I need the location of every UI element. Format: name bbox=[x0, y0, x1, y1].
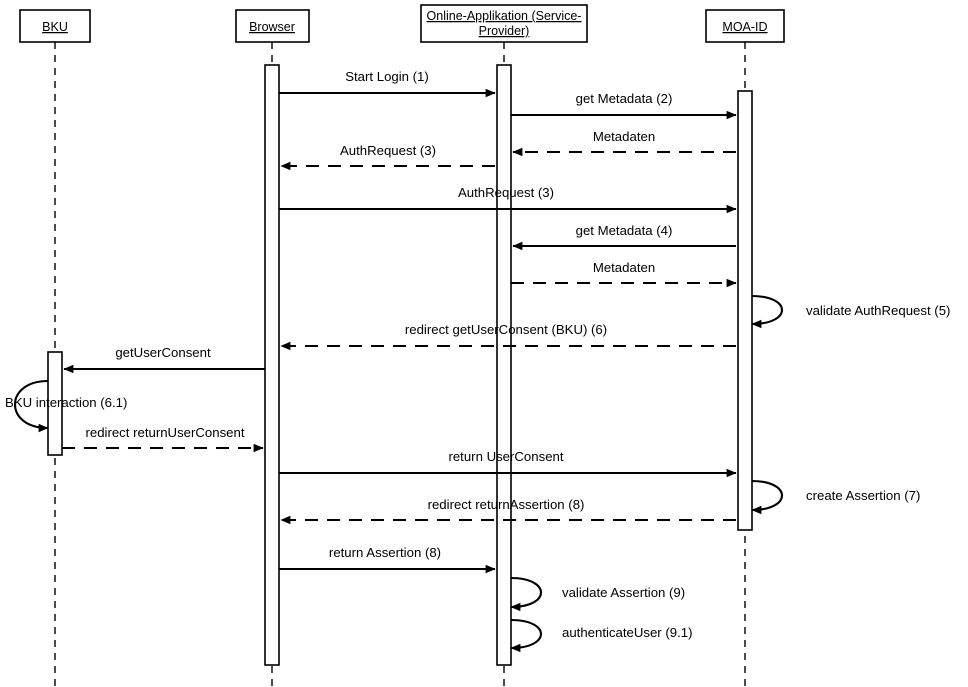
lifeline-label-oa-line1: Online-Applikation (Service- bbox=[427, 9, 582, 23]
self-message-s2[interactable]: BKU interaction (6.1) bbox=[5, 379, 127, 433]
lifeline-box-bku[interactable] bbox=[19, 9, 91, 43]
self-message-loop-s4 bbox=[510, 576, 542, 612]
lifeline-label-oa-line2: Provider) bbox=[479, 24, 530, 38]
message-m2[interactable]: get Metadata (2) bbox=[511, 91, 737, 120]
message-label-m6: get Metadata (4) bbox=[576, 223, 673, 238]
activation-bar-oa[interactable] bbox=[496, 64, 512, 666]
self-message-label-s5: authenticateUser (9.1) bbox=[562, 625, 692, 640]
self-message-label-s2: BKU interaction (6.1) bbox=[5, 395, 127, 410]
message-label-m10: redirect returnUserConsent bbox=[85, 425, 244, 440]
self-message-loop-s2 bbox=[13, 379, 49, 433]
message-m13[interactable]: return Assertion (8) bbox=[279, 545, 496, 574]
self-message-s4[interactable]: validate Assertion (9) bbox=[510, 576, 685, 612]
message-m1[interactable]: Start Login (1) bbox=[279, 69, 496, 98]
lifeline-label-browser: Browser bbox=[249, 20, 295, 34]
message-m9[interactable]: getUserConsent bbox=[63, 345, 265, 374]
message-m11[interactable]: return UserConsent bbox=[279, 449, 737, 478]
message-label-m13: return Assertion (8) bbox=[329, 545, 441, 560]
self-messages-layer: validate AuthRequest (5) BKU interaction … bbox=[5, 294, 950, 653]
lifeline-box-browser[interactable] bbox=[235, 9, 310, 43]
message-label-m12: redirect returnAssertion (8) bbox=[428, 497, 585, 512]
message-m7[interactable]: Metadaten bbox=[511, 260, 737, 288]
message-label-m5: AuthRequest (3) bbox=[458, 185, 554, 200]
message-label-m7: Metadaten bbox=[593, 260, 655, 275]
message-label-m3: Metadaten bbox=[593, 129, 655, 144]
message-m5[interactable]: AuthRequest (3) bbox=[279, 185, 737, 214]
message-m8[interactable]: redirect getUserConsent (BKU) (6) bbox=[280, 322, 736, 351]
self-message-s5[interactable]: authenticateUser (9.1) bbox=[510, 618, 692, 653]
messages-layer: Start Login (1) get Metadata (2) Metadaten… bbox=[62, 69, 737, 574]
message-m3[interactable]: Metadaten bbox=[512, 129, 736, 157]
message-label-m9: getUserConsent bbox=[115, 345, 211, 360]
activation-bar-moaid[interactable] bbox=[737, 90, 753, 531]
self-message-loop-s1 bbox=[751, 294, 783, 329]
activation-bar-browser[interactable] bbox=[264, 64, 280, 666]
message-label-m1: Start Login (1) bbox=[345, 69, 429, 84]
lifeline-box-moaid[interactable] bbox=[705, 9, 785, 43]
self-message-label-s1: validate AuthRequest (5) bbox=[806, 303, 950, 318]
message-m10[interactable]: redirect returnUserConsent bbox=[62, 425, 264, 453]
message-m4[interactable]: AuthRequest (3) bbox=[280, 143, 495, 171]
message-m12[interactable]: redirect returnAssertion (8) bbox=[280, 497, 736, 525]
lifeline-box-oa[interactable] bbox=[420, 4, 588, 43]
self-message-label-s4: validate Assertion (9) bbox=[562, 585, 685, 600]
message-label-m2: get Metadata (2) bbox=[576, 91, 673, 106]
activation-bar-bku[interactable] bbox=[47, 351, 63, 456]
lifeline-bku[interactable]: BKU bbox=[19, 9, 91, 687]
lifeline-label-moaid: MOA-ID bbox=[722, 20, 767, 34]
self-message-label-s3: create Assertion (7) bbox=[806, 488, 920, 503]
activations-layer bbox=[47, 64, 753, 666]
message-label-m4: AuthRequest (3) bbox=[340, 143, 436, 158]
message-m6[interactable]: get Metadata (4) bbox=[512, 223, 736, 251]
self-message-loop-s3 bbox=[751, 479, 783, 515]
lifeline-label-bku: BKU bbox=[42, 20, 68, 34]
self-message-loop-s5 bbox=[510, 618, 542, 653]
self-message-s3[interactable]: create Assertion (7) bbox=[751, 479, 920, 515]
message-label-m11: return UserConsent bbox=[448, 449, 563, 464]
self-message-s1[interactable]: validate AuthRequest (5) bbox=[751, 294, 950, 329]
message-label-m8: redirect getUserConsent (BKU) (6) bbox=[405, 322, 607, 337]
